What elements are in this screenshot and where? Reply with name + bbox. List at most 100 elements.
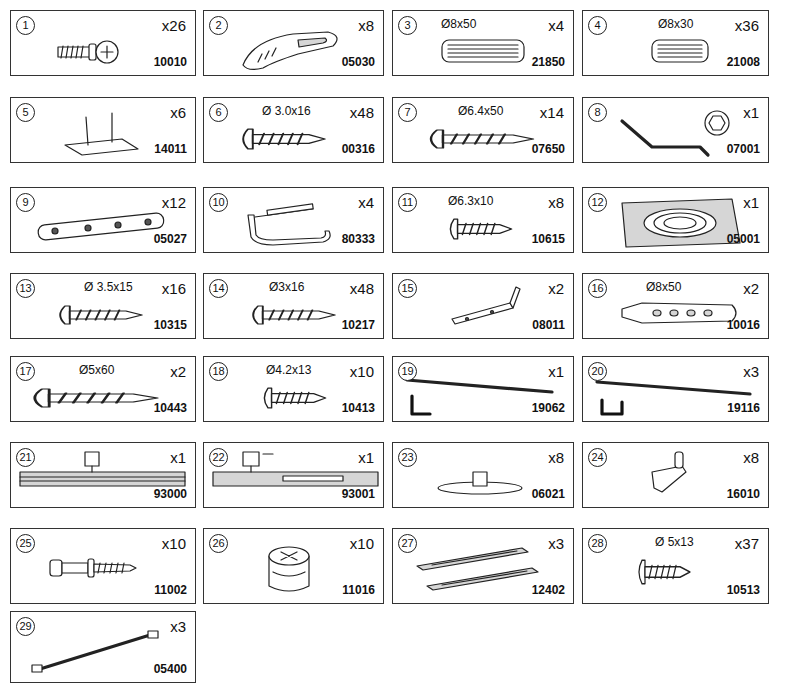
quantity: x1 bbox=[170, 449, 186, 466]
callout-number: 29 bbox=[17, 620, 34, 632]
quantity: x8 bbox=[358, 17, 374, 34]
dowel bbox=[652, 40, 708, 62]
callout-number: 6 bbox=[210, 106, 227, 118]
dimension: Ø6.3x10 bbox=[448, 195, 493, 209]
part-box: Ø3x16x481021714 bbox=[203, 273, 384, 339]
quantity: x10 bbox=[350, 363, 374, 380]
rod bbox=[32, 631, 158, 672]
callout-number: 24 bbox=[589, 451, 606, 463]
bracket bbox=[248, 204, 330, 245]
quantity: x6 bbox=[170, 104, 186, 121]
screw bbox=[431, 130, 533, 148]
part-box: x101101626 bbox=[203, 528, 384, 604]
part-box: Ø8x30x36210084 bbox=[582, 10, 769, 76]
part-box: x6 14011 5 bbox=[10, 97, 196, 163]
quantity: x12 bbox=[162, 194, 186, 211]
callout-number: 5 bbox=[17, 106, 34, 118]
dimension: Ø 3.5x15 bbox=[84, 281, 133, 295]
callout-number: 21 bbox=[17, 451, 34, 463]
part-number: 19062 bbox=[532, 402, 565, 416]
part-number: 10443 bbox=[154, 402, 187, 416]
callout-circle: 7 bbox=[398, 103, 417, 122]
part-number: 08011 bbox=[532, 319, 565, 333]
part-number: 16010 bbox=[727, 488, 760, 502]
cam-bolt bbox=[50, 559, 136, 577]
callout-circle: 4 bbox=[588, 16, 607, 35]
connector-plate bbox=[38, 212, 165, 240]
part-number: 07001 bbox=[727, 143, 760, 157]
callout-circle: 14 bbox=[209, 279, 228, 298]
quantity: x36 bbox=[735, 17, 759, 34]
part-number: 05030 bbox=[342, 56, 375, 70]
part-number: 06021 bbox=[532, 488, 565, 502]
shelf-support bbox=[652, 452, 686, 492]
callout-circle: 18 bbox=[209, 362, 228, 381]
part-box: Ø 3.5x15x161031513 bbox=[10, 273, 196, 339]
dimension: Ø3x16 bbox=[269, 281, 304, 295]
callout-circle: 20 bbox=[588, 362, 607, 381]
part-number: 21008 bbox=[727, 56, 760, 70]
callout-number: 16 bbox=[589, 282, 606, 294]
callout-number: 7 bbox=[399, 106, 416, 118]
callout-number: 8 bbox=[589, 106, 606, 118]
callout-number: 25 bbox=[17, 537, 34, 549]
part-number: 10615 bbox=[532, 233, 565, 247]
callout-circle: 19 bbox=[398, 362, 417, 381]
callout-circle: 1 bbox=[16, 16, 35, 35]
quantity: x48 bbox=[350, 104, 374, 121]
callout-circle: 10 bbox=[209, 193, 228, 212]
part-box: Ø6.3x10x81061511 bbox=[392, 187, 574, 253]
callout-circle: 29 bbox=[16, 617, 35, 636]
callout-number: 3 bbox=[399, 19, 416, 31]
callout-number: 14 bbox=[210, 282, 227, 294]
dimension: Ø6.4x50 bbox=[458, 105, 503, 119]
drawer-slide bbox=[417, 548, 538, 590]
part-number: 05027 bbox=[154, 233, 187, 247]
callout-circle: 22 bbox=[209, 448, 228, 467]
part-box: x1 07001 8 bbox=[582, 97, 769, 163]
part-box: Ø5x60x21044317 bbox=[10, 356, 196, 422]
part-number: 10315 bbox=[154, 319, 187, 333]
quantity: x8 bbox=[743, 449, 759, 466]
part-box: x19300122 bbox=[203, 442, 384, 508]
callout-number: 9 bbox=[17, 196, 34, 208]
screw bbox=[253, 306, 335, 324]
part-box: Ø8x50x4218503 bbox=[392, 10, 574, 76]
dimension: Ø 5x13 bbox=[655, 536, 694, 550]
part-number: 80333 bbox=[342, 233, 375, 247]
screw bbox=[639, 560, 690, 583]
callout-number: 10 bbox=[210, 196, 227, 208]
bag bbox=[622, 199, 740, 247]
part-box: x30540029 bbox=[10, 611, 196, 683]
callout-number: 15 bbox=[399, 282, 416, 294]
part-number: 10413 bbox=[342, 402, 375, 416]
part-box: x19300021 bbox=[10, 442, 196, 508]
rod bbox=[597, 382, 750, 414]
part-box: x2 08011 15 bbox=[392, 273, 574, 339]
callout-circle: 12 bbox=[588, 193, 607, 212]
callout-number: 1 bbox=[17, 19, 34, 31]
part-box: x12 05027 9 bbox=[10, 187, 196, 253]
callout-number: 17 bbox=[17, 365, 34, 377]
dimension: Ø4.2x13 bbox=[266, 364, 311, 378]
callout-number: 26 bbox=[210, 537, 227, 549]
callout-number: 12 bbox=[589, 196, 606, 208]
screw bbox=[60, 306, 142, 324]
quantity: x1 bbox=[743, 104, 759, 121]
quantity: x2 bbox=[548, 280, 564, 297]
callout-circle: 21 bbox=[16, 448, 35, 467]
dimension: Ø 3.0x16 bbox=[262, 105, 311, 119]
clip bbox=[243, 32, 337, 69]
part-number: 14011 bbox=[154, 143, 187, 157]
dimension: Ø5x60 bbox=[79, 364, 114, 378]
callout-circle: 2 bbox=[209, 16, 228, 35]
hanging-rail bbox=[213, 452, 378, 486]
part-box: Ø 3.0x16x48003166 bbox=[203, 97, 384, 163]
callout-circle: 3 bbox=[398, 16, 417, 35]
callout-number: 18 bbox=[210, 365, 227, 377]
quantity: x3 bbox=[743, 363, 759, 380]
callout-circle: 6 bbox=[209, 103, 228, 122]
part-box: x11906219 bbox=[392, 356, 574, 422]
callout-number: 2 bbox=[210, 19, 227, 31]
